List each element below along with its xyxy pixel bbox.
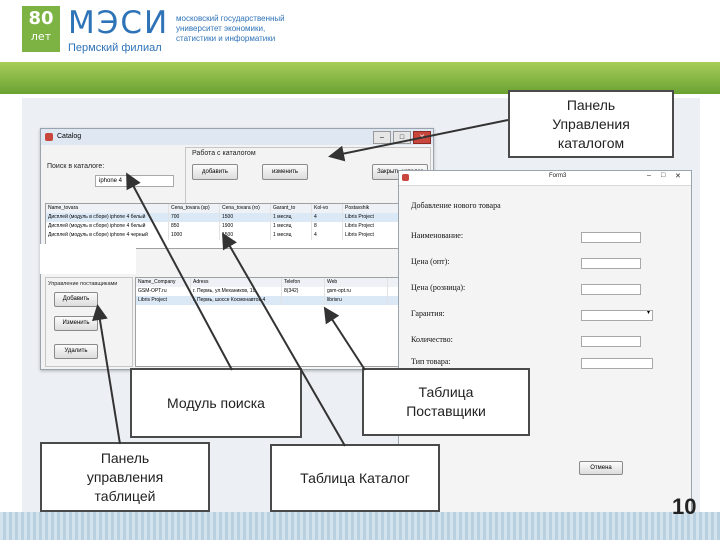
table-cell: г. Пермь, шоссе Космонавтов 4 [191,296,282,305]
arrow-table-panel [92,304,121,445]
table-row[interactable]: Дисплей (модуль в сборе) iphone 4 белый … [46,213,430,222]
cropped-blank-region [40,244,136,274]
table-row[interactable]: Дисплей (модуль в сборе) iphone 4 белый … [46,222,430,231]
retail-price-label: Цена (розница): [411,283,466,292]
suppliers-col-header[interactable]: Adress [191,278,282,287]
table-cell: 700 [169,213,220,222]
suppliers-col-header[interactable]: Name_Company [136,278,191,287]
suppliers-col-header[interactable]: Web [325,278,388,287]
warranty-select[interactable]: ▾ [581,310,653,321]
org-name: московский государственный университет э… [176,14,285,43]
catalog-window-titlebar[interactable]: Catalog – □ ✕ [41,129,433,145]
table-cell: 1900 [220,222,271,231]
table-cell [282,296,325,305]
catalog-col-header[interactable]: Garant_to [271,204,312,213]
product-type-label: Тип товара: [411,357,451,366]
minimize-icon[interactable]: – [373,131,391,144]
table-cell: librisru [325,296,388,305]
maximize-icon[interactable]: □ [661,172,666,179]
retail-price-input[interactable] [581,284,641,295]
table-cell: Дисплей (модуль в сборе) iphone 4 черный [46,231,169,240]
mesi-logo: МЭСИ [68,5,170,41]
table-cell: 4 [312,213,343,222]
suppliers-table-header: Name_Company Adress Telefon Web [136,278,430,287]
catalog-col-header[interactable]: Kol-vo [312,204,343,213]
table-cell: 850 [169,222,220,231]
chevron-down-icon: ▾ [646,310,650,316]
table-cell: 1 месяц [271,213,312,222]
wholesale-price-input[interactable] [581,258,641,269]
anniversary-badge: 80 лет [22,6,60,52]
name-label: Наименование: [411,231,464,240]
table-cell: 1 месяц [271,222,312,231]
table-cell: 1000 [169,231,220,240]
footer-strip [0,512,720,540]
table-cell: Дисплей (модуль в сборе) iphone 4 белый [46,222,169,231]
wholesale-price-label: Цена (опт): [411,257,450,266]
table-cell: 8(342) [282,287,325,296]
catalog-col-header[interactable]: Cena_tovara (sp) [169,204,220,213]
table-cell: 1500 [220,213,271,222]
arrow-catalog-panel [328,119,509,162]
search-label: Поиск в каталоге: [47,163,105,170]
catalog-col-header[interactable]: Cena_tovara (ro) [220,204,271,213]
callout-suppliers-table: Таблица Поставщики [362,368,530,436]
quantity-input[interactable] [581,336,641,347]
suppliers-panel-title: Управление поставщиками [48,281,118,287]
table-cell: 1 месяц [271,231,312,240]
change-button[interactable]: изменить [262,164,308,180]
minimize-icon[interactable]: – [647,172,651,179]
callout-table-panel: Панель управления таблицей [40,442,210,512]
badge-number: 80 [28,8,54,29]
product-type-select[interactable] [581,358,653,369]
add-product-window: Form3 – □ ✕ Добавление нового товара Наи… [398,170,692,514]
close-icon[interactable]: ✕ [675,173,681,180]
supplier-delete-button[interactable]: Удалить [54,344,98,359]
cancel-button[interactable]: Отмена [579,461,623,475]
branch-name: Пермский филиал [68,42,162,54]
arrow-suppliers-table [323,306,366,371]
table-cell: г. Пермь, ул.Механиков, 19 [191,287,282,296]
table-cell: Дисплей (модуль в сборе) iphone 4 белый [46,213,169,222]
catalog-table-header: Name_tovara Cena_tovara (sp) Cena_tovara… [46,204,430,213]
arrow-search-module [126,172,233,371]
arrow-catalog-table [222,232,346,447]
suppliers-table: Name_Company Adress Telefon Web GSM-OPT.… [135,277,431,367]
form-heading: Добавление нового товара [411,201,501,210]
name-input[interactable] [581,232,641,243]
app-icon [45,133,53,141]
catalog-panel-title: Работа с каталогом [192,150,256,157]
form-window-title: Form3 [549,173,567,179]
form-window-titlebar[interactable]: Form3 – □ ✕ [399,171,691,186]
suppliers-panel: Управление поставщиками Добавить Изменит… [45,277,133,367]
callout-catalog-table: Таблица Каталог [270,444,440,512]
callout-search-module: Модуль поиска [130,368,302,438]
slide-number: 10 [672,494,697,519]
add-button[interactable]: добавить [192,164,238,180]
warranty-label: Гарантия: [411,309,445,318]
table-cell: 8 [312,222,343,231]
catalog-col-header[interactable]: Name_tovara [46,204,169,213]
badge-text: лет [30,30,52,43]
table-cell: gsm-opt.ru [325,287,388,296]
catalog-window-title: Catalog [57,133,82,140]
app-icon [402,174,409,181]
header-green-bar [0,62,720,94]
catalog-table: Name_tovara Cena_tovara (sp) Cena_tovara… [45,203,431,249]
callout-catalog-panel: Панель Управления каталогом [508,90,674,158]
suppliers-col-header[interactable]: Telefon [282,278,325,287]
table-cell: Libris Project [136,296,191,305]
supplier-change-button[interactable]: Изменить [54,316,98,331]
quantity-label: Количество: [411,335,453,344]
supplier-add-button[interactable]: Добавить [54,292,98,307]
catalog-window: Catalog – □ ✕ Поиск в каталоге: iphone 4… [40,128,434,370]
table-cell: 4 [312,231,343,240]
table-row[interactable]: Libris Project г. Пермь, шоссе Космонавт… [136,296,430,305]
